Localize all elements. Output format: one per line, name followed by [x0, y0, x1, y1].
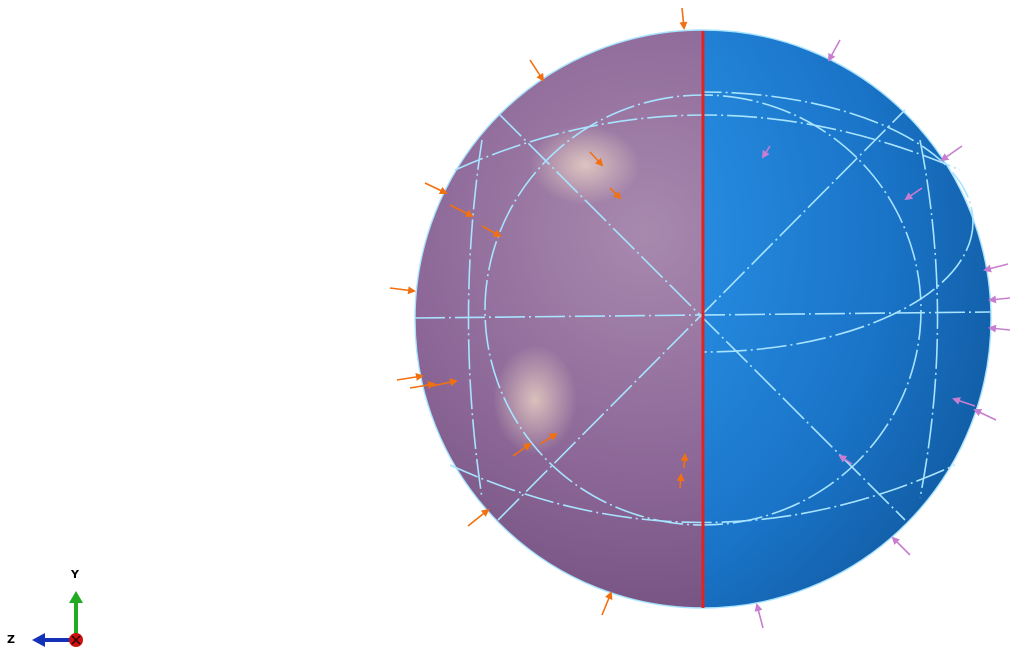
load-arrow: [512, 442, 532, 457]
load-arrow: [467, 508, 490, 527]
load-arrow: [828, 39, 841, 62]
y-axis-arrowhead: [69, 591, 83, 603]
edge-arc-right-lat: [919, 139, 939, 499]
load-arrow: [754, 603, 764, 629]
load-arrow: [679, 7, 688, 30]
sphere-model[interactable]: [415, 30, 991, 608]
load-arrow: [431, 378, 458, 387]
load-arrow: [680, 453, 689, 469]
load-arrow: [609, 187, 622, 200]
load-arrow: [539, 432, 558, 445]
triad-z-label: Z: [7, 633, 15, 646]
load-arrows-right: [754, 39, 1010, 629]
load-arrow: [952, 397, 976, 407]
triad-y-label: Y: [71, 568, 79, 581]
load-arrow: [983, 263, 1009, 273]
load-arrow: [988, 295, 1010, 304]
load-arrow: [761, 145, 771, 159]
load-arrows-left: [389, 7, 689, 616]
load-arrow: [409, 381, 436, 389]
load-arrow: [481, 225, 502, 237]
load-arrow: [589, 151, 604, 167]
load-arrow: [449, 204, 474, 217]
load-arrow: [676, 473, 685, 489]
edge-arc-left-lat: [467, 139, 483, 499]
load-arrow: [940, 145, 963, 162]
load-arrow: [904, 187, 923, 201]
edge-arc-top: [454, 114, 961, 171]
orientation-triad: [32, 591, 83, 647]
load-arrow: [988, 324, 1010, 333]
load-arrow: [973, 408, 997, 421]
load-arrow: [838, 454, 853, 465]
edge-latitude-upper: [703, 91, 974, 353]
x-axis-marker-cross: [71, 635, 81, 645]
z-axis-arrowhead: [32, 633, 45, 647]
load-arrow: [601, 591, 613, 616]
load-arrow: [424, 182, 448, 195]
load-arrow: [389, 286, 416, 295]
load-arrow: [396, 372, 424, 381]
load-arrow: [529, 59, 545, 82]
sphere-right-half[interactable]: [415, 30, 991, 608]
load-arrow: [891, 536, 911, 556]
sphere-left-highlight-lower: [493, 345, 577, 455]
sphere-left-highlight-upper: [530, 125, 640, 205]
